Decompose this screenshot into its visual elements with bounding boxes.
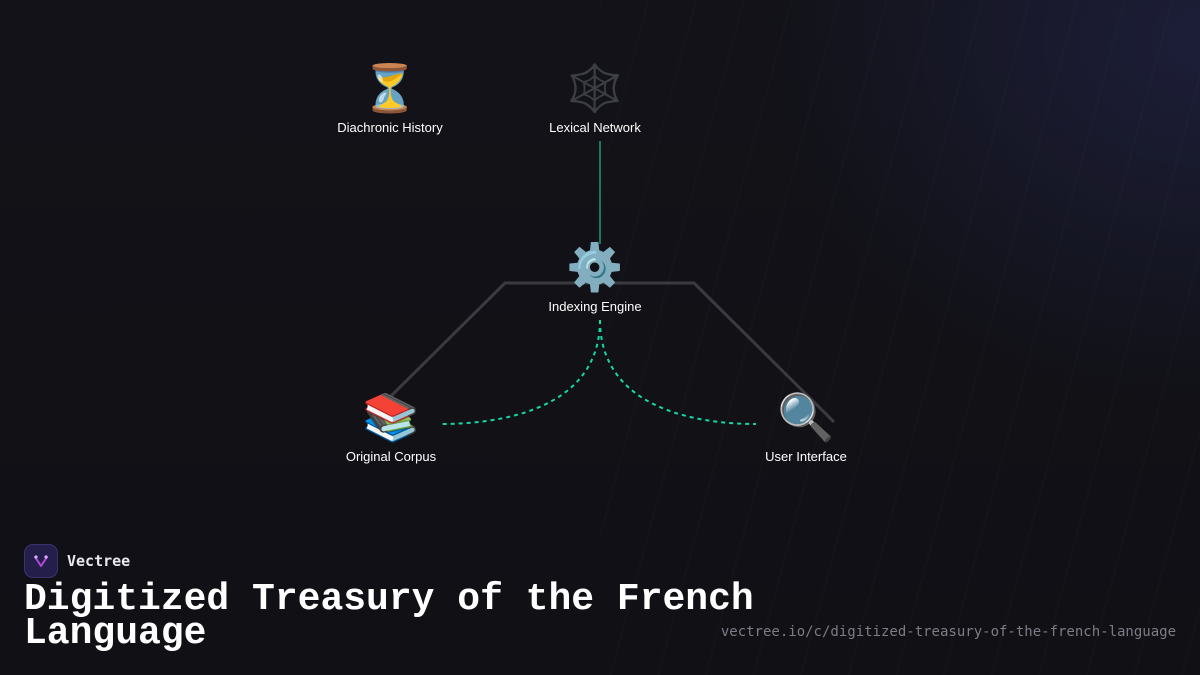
brand[interactable]: Vectree xyxy=(24,544,130,578)
page-title: Digitized Treasury of the French Languag… xyxy=(24,578,754,655)
node-label: Diachronic History xyxy=(337,120,443,135)
tree-link-interface xyxy=(600,281,836,424)
page-url[interactable]: vectree.io/c/digitized-treasury-of-the-f… xyxy=(720,624,1176,640)
dashed-link-engine-corpus xyxy=(439,319,601,425)
brand-name: Vectree xyxy=(67,552,131,570)
node-label: Indexing Engine xyxy=(548,299,642,314)
spider-web-icon: 🕸️ xyxy=(566,62,624,114)
node-indexing-engine[interactable]: ⚙️ Indexing Engine xyxy=(515,239,675,314)
node-user-interface[interactable]: 🔍 User Interface xyxy=(726,389,886,464)
books-icon: 📚 xyxy=(362,391,420,443)
node-original-corpus[interactable]: 📚 Original Corpus xyxy=(311,389,471,464)
dashed-link-engine-interface xyxy=(599,319,757,425)
node-diachronic-history[interactable]: ⏳ Diachronic History xyxy=(310,60,470,135)
magnifier-icon: 🔍 xyxy=(777,391,835,443)
node-lexical-network[interactable]: 🕸️ Lexical Network xyxy=(515,60,675,135)
background-rays xyxy=(600,0,1200,675)
gear-icon: ⚙️ xyxy=(566,241,624,293)
tree-link-corpus xyxy=(383,281,600,404)
node-label: User Interface xyxy=(765,449,847,464)
node-label: Lexical Network xyxy=(549,120,641,135)
node-label: Original Corpus xyxy=(345,449,437,464)
vectree-logo-icon xyxy=(24,544,58,578)
hourglass-icon: ⏳ xyxy=(361,62,419,114)
